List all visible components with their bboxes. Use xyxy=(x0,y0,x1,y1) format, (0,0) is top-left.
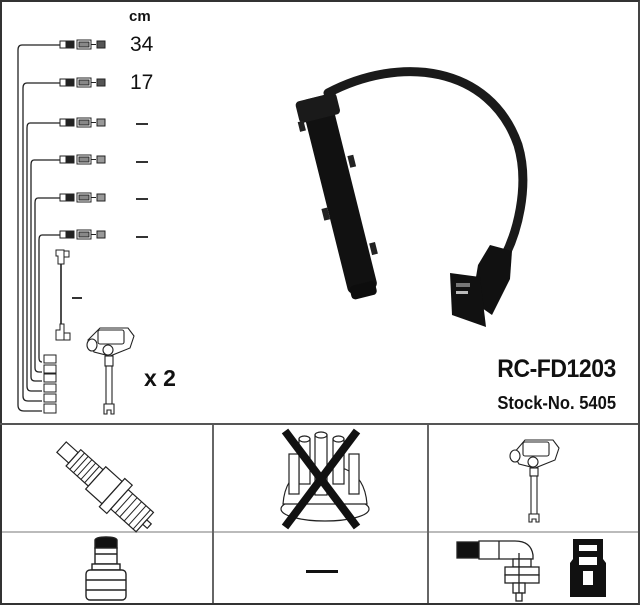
grid-col-divider-2 xyxy=(427,425,429,603)
coil-quantity: x 2 xyxy=(144,365,176,391)
plug-connector-icon xyxy=(85,536,127,601)
section-divider xyxy=(0,423,638,425)
distributor-cap-crossed-icon xyxy=(280,428,370,530)
no-item-dash xyxy=(306,570,338,573)
lead-length-3-dash xyxy=(136,123,148,125)
ignition-coil-icon xyxy=(86,327,135,415)
spark-plug-icon xyxy=(56,441,155,533)
lead-length-2: 17 xyxy=(130,71,154,94)
cable-harness-schematic-icon xyxy=(17,39,106,414)
length-unit-label: cm xyxy=(129,8,151,25)
lead-length-6-dash xyxy=(136,236,148,238)
ignition-lead-photo-icon xyxy=(295,67,528,327)
grid-row-divider xyxy=(2,531,638,533)
lead-length-1: 34 xyxy=(130,33,154,56)
pencil-coil-icon xyxy=(509,439,560,523)
lead-length-4-dash xyxy=(136,161,148,163)
angled-boot-connector-icon xyxy=(456,539,606,602)
stock-number: Stock-No. 5405 xyxy=(497,393,616,413)
lead-length-5-dash xyxy=(136,198,148,200)
product-panel: cm 34 17 xyxy=(17,8,616,415)
part-number: RC-FD1203 xyxy=(497,355,616,383)
grid-col-divider-1 xyxy=(212,425,214,603)
application-grid xyxy=(0,425,638,603)
coil-lead-length-dash xyxy=(72,297,82,299)
